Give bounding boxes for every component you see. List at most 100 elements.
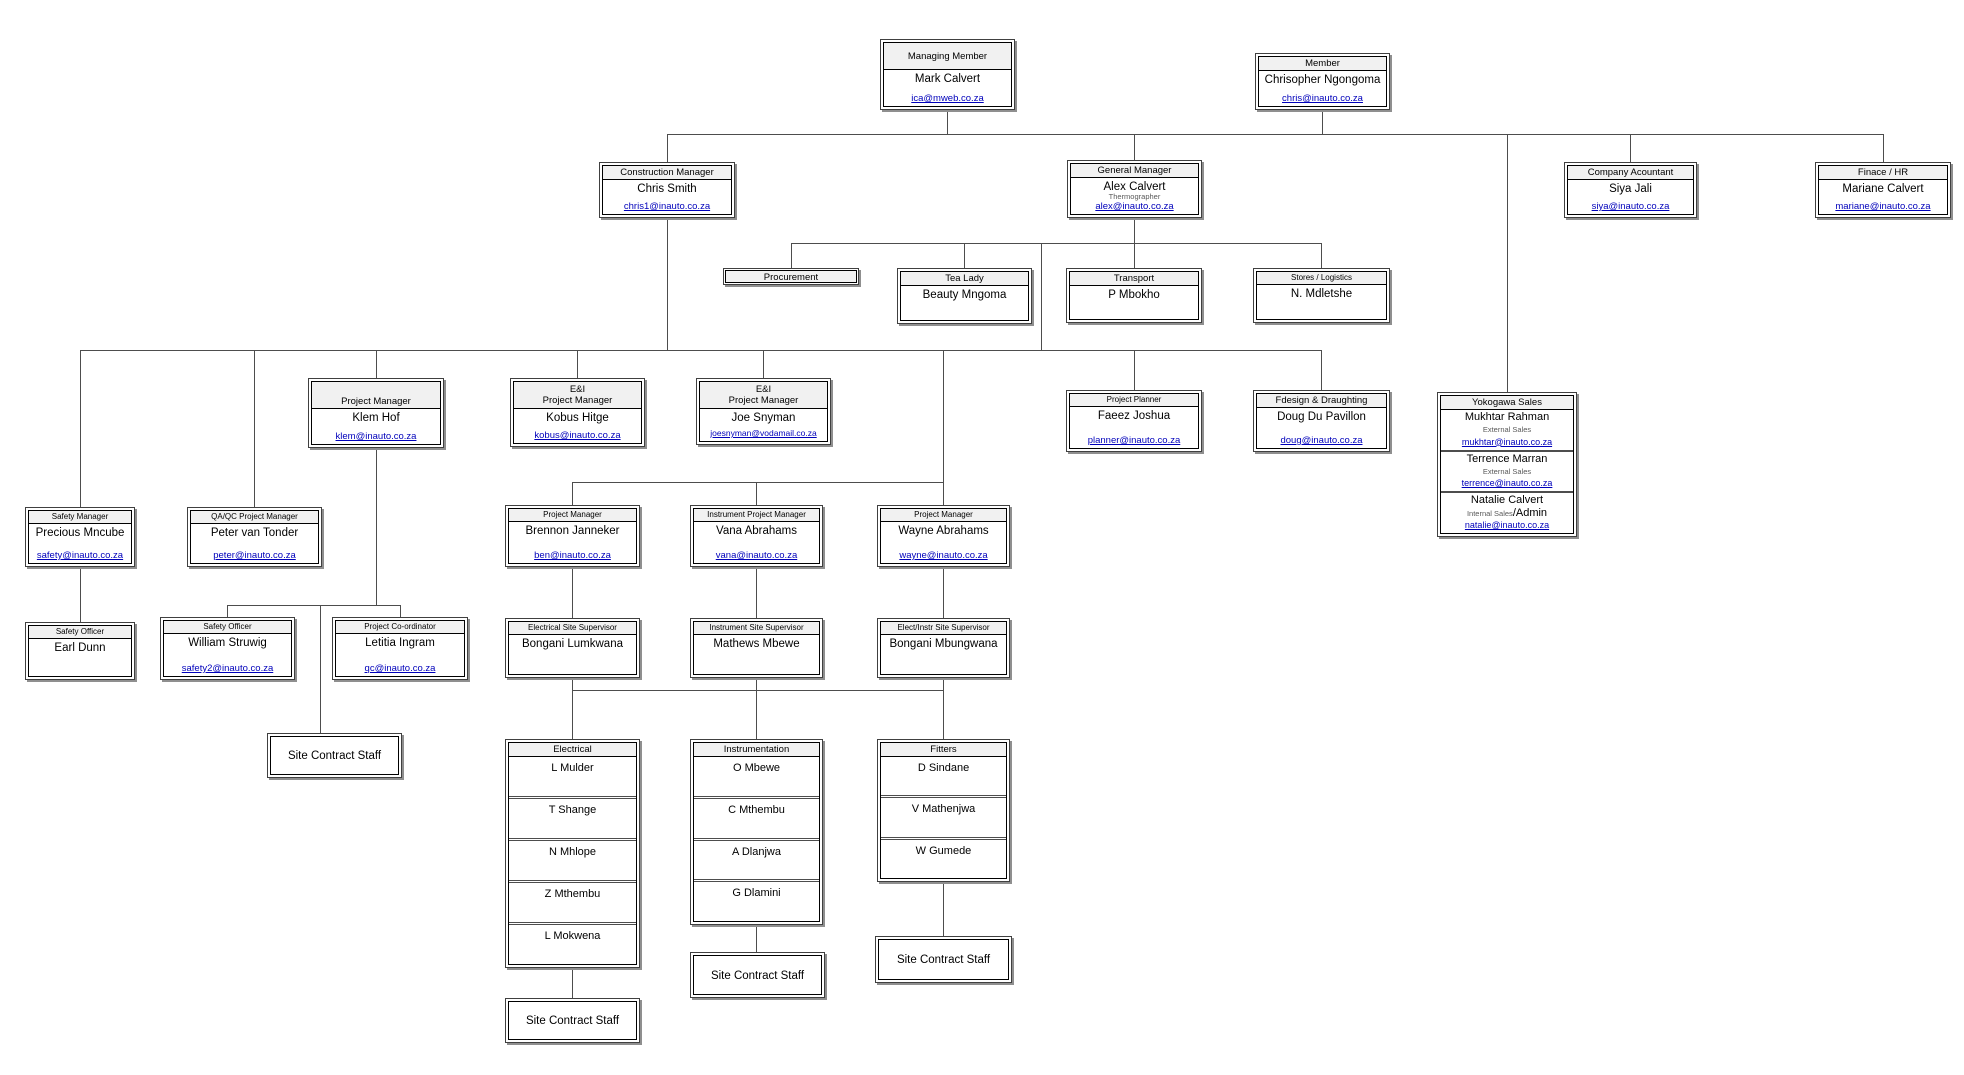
- org-node-ei-project-manager-joe: E&I Project Manager Joe Snyman joesnyman…: [696, 378, 831, 445]
- org-node-site-contract-staff-instrumentation: Site Contract Staff: [690, 952, 825, 998]
- connector-line: [80, 350, 81, 507]
- person-email-link[interactable]: siya@inauto.co.za: [1591, 201, 1670, 212]
- org-node-safety-officer-earl: Safety Officer Earl Dunn: [25, 622, 135, 680]
- node-title: Managing Member: [884, 43, 1011, 70]
- node-title: Instrumentation: [694, 743, 819, 757]
- person-name: Bongani Lumkwana: [521, 638, 623, 650]
- person-name: Precious Mncube: [35, 527, 125, 539]
- person-email-link[interactable]: safety@inauto.co.za: [36, 550, 124, 561]
- node-title: Elect/Instr Site Supervisor: [881, 622, 1006, 635]
- connector-line: [227, 605, 228, 617]
- person-email-link[interactable]: ica@mweb.co.za: [911, 93, 984, 104]
- person-name: Peter van Tonder: [210, 527, 299, 539]
- org-node-fitters-team: Fitters D Sindane V Mathenjwa W Gumede: [877, 739, 1010, 882]
- node-title: E&I Project Manager: [514, 382, 641, 409]
- person-name: Wayne Abrahams: [898, 525, 989, 537]
- org-node-project-coordinator: Project Co-ordinator Letitia Ingram qc@i…: [332, 617, 468, 680]
- org-node-qaqc-project-manager: QA/QC Project Manager Peter van Tonder p…: [187, 507, 322, 567]
- connector-line: [943, 567, 944, 618]
- node-title: Fdesign & Draughting: [1257, 394, 1386, 408]
- org-node-managing-member: Managing Member Mark Calvert ica@mweb.co…: [880, 39, 1015, 110]
- person-name: Mark Calvert: [914, 73, 981, 85]
- org-node-project-planner: Project Planner Faeez Joshua planner@ina…: [1066, 390, 1202, 452]
- person-email-link[interactable]: qc@inauto.co.za: [364, 663, 436, 674]
- connector-line: [947, 110, 948, 134]
- person-subtitle: Thermographer: [1108, 192, 1161, 201]
- org-node-electrical-site-supervisor: Electrical Site Supervisor Bongani Lumkw…: [505, 618, 640, 678]
- person-name: Alex Calvert: [1103, 181, 1166, 193]
- person-email-link[interactable]: safety2@inauto.co.za: [181, 663, 274, 674]
- connector-line: [943, 678, 944, 739]
- person-name: Faeez Joshua: [1097, 410, 1171, 422]
- person-name: N. Mdletshe: [1290, 288, 1353, 300]
- person-email-link[interactable]: kobus@inauto.co.za: [534, 430, 621, 441]
- person-name: Site Contract Staff: [710, 969, 805, 982]
- connector-line: [572, 567, 573, 618]
- team-member: W Gumede: [915, 844, 972, 857]
- person-subtitle: External Sales: [1482, 466, 1532, 476]
- team-member: A Dlanjwa: [694, 841, 819, 883]
- person-email-link[interactable]: klem@inauto.co.za: [335, 431, 417, 442]
- connector-line: [400, 605, 401, 617]
- connector-line: [572, 690, 943, 691]
- person-subtitle: Internal Sales/Admin: [1466, 506, 1548, 519]
- person-name: William Struwig: [188, 637, 267, 649]
- connector-line: [763, 350, 764, 378]
- connector-line: [1883, 134, 1884, 162]
- team-member: L Mulder: [509, 757, 636, 799]
- person-email-link[interactable]: mariane@inauto.co.za: [1835, 201, 1931, 212]
- yokogawa-person: Mukhtar Rahman External Sales mukhtar@in…: [1441, 410, 1573, 452]
- person-email-link[interactable]: alex@inauto.co.za: [1095, 201, 1174, 212]
- person-name: Joe Snyman: [731, 412, 796, 424]
- yokogawa-person: Terrence Marran External Sales terrence@…: [1441, 452, 1573, 494]
- connector-line: [756, 482, 757, 505]
- org-node-construction-manager: Construction Manager Chris Smith chris1@…: [599, 162, 735, 218]
- connector-line: [1321, 243, 1322, 268]
- person-email-link[interactable]: peter@inauto.co.za: [213, 550, 296, 561]
- connector-line: [791, 243, 1321, 244]
- connector-line: [227, 605, 400, 606]
- node-title-line1: E&I: [755, 384, 772, 395]
- person-email-link[interactable]: chris1@inauto.co.za: [623, 201, 711, 212]
- node-title: Safety Officer: [164, 621, 291, 634]
- person-email-link[interactable]: mukhtar@inauto.co.za: [1461, 436, 1553, 447]
- node-title: Member: [1259, 57, 1386, 71]
- person-name: Doug Du Pavillon: [1277, 411, 1366, 423]
- connector-line: [572, 482, 943, 483]
- person-email-link[interactable]: planner@inauto.co.za: [1087, 435, 1181, 446]
- person-email-link[interactable]: doug@inauto.co.za: [1280, 435, 1363, 446]
- connector-line: [1134, 218, 1135, 268]
- person-email-link[interactable]: wayne@inauto.co.za: [899, 550, 988, 561]
- person-name: Kobus Hitge: [546, 412, 609, 424]
- person-email-link[interactable]: ben@inauto.co.za: [534, 550, 611, 561]
- connector-line: [376, 448, 377, 605]
- org-node-instrumentation-team: Instrumentation O Mbewe C Mthembu A Dlan…: [690, 739, 823, 925]
- person-name: Site Contract Staff: [896, 954, 991, 966]
- node-title: Project Planner: [1070, 394, 1198, 407]
- org-node-electrical-team: Electrical L Mulder T Shange N Mhlope Z …: [505, 739, 640, 968]
- yokogawa-person: Natalie Calvert Internal Sales/Admin nat…: [1441, 493, 1573, 533]
- org-node-safety-officer-william: Safety Officer William Struwig safety2@i…: [160, 617, 295, 680]
- node-title: Safety Officer: [29, 626, 131, 639]
- node-title: Project Manager: [509, 509, 636, 522]
- person-email-link[interactable]: natalie@inauto.co.za: [1464, 520, 1550, 530]
- connector-line: [80, 567, 81, 622]
- connector-line: [572, 482, 573, 505]
- person-name: Bongani Mbungwana: [889, 638, 998, 650]
- connector-line: [964, 243, 965, 268]
- team-member: V Mathenjwa: [881, 798, 1006, 840]
- org-node-ei-project-manager-kobus: E&I Project Manager Kobus Hitge kobus@in…: [510, 378, 645, 447]
- connector-line: [1322, 110, 1323, 134]
- person-email-link[interactable]: joesnyman@vodamail.co.za: [710, 428, 817, 438]
- org-node-electinstr-site-supervisor: Elect/Instr Site Supervisor Bongani Mbun…: [877, 618, 1010, 678]
- connector-line: [1630, 134, 1631, 162]
- person-email-link[interactable]: terrence@inauto.co.za: [1461, 478, 1553, 489]
- person-name: Mathews Mbewe: [713, 638, 800, 650]
- node-title: Instrument Site Supervisor: [694, 622, 819, 635]
- org-node-safety-manager: Safety Manager Precious Mncube safety@in…: [25, 507, 135, 567]
- org-node-site-contract-staff-electrical: Site Contract Staff: [505, 998, 640, 1043]
- person-subtitle-suffix: /Admin: [1512, 506, 1548, 519]
- person-email-link[interactable]: vana@inauto.co.za: [715, 550, 798, 561]
- person-email-link[interactable]: chris@inauto.co.za: [1282, 93, 1363, 104]
- node-title: Instrument Project Manager: [694, 509, 819, 522]
